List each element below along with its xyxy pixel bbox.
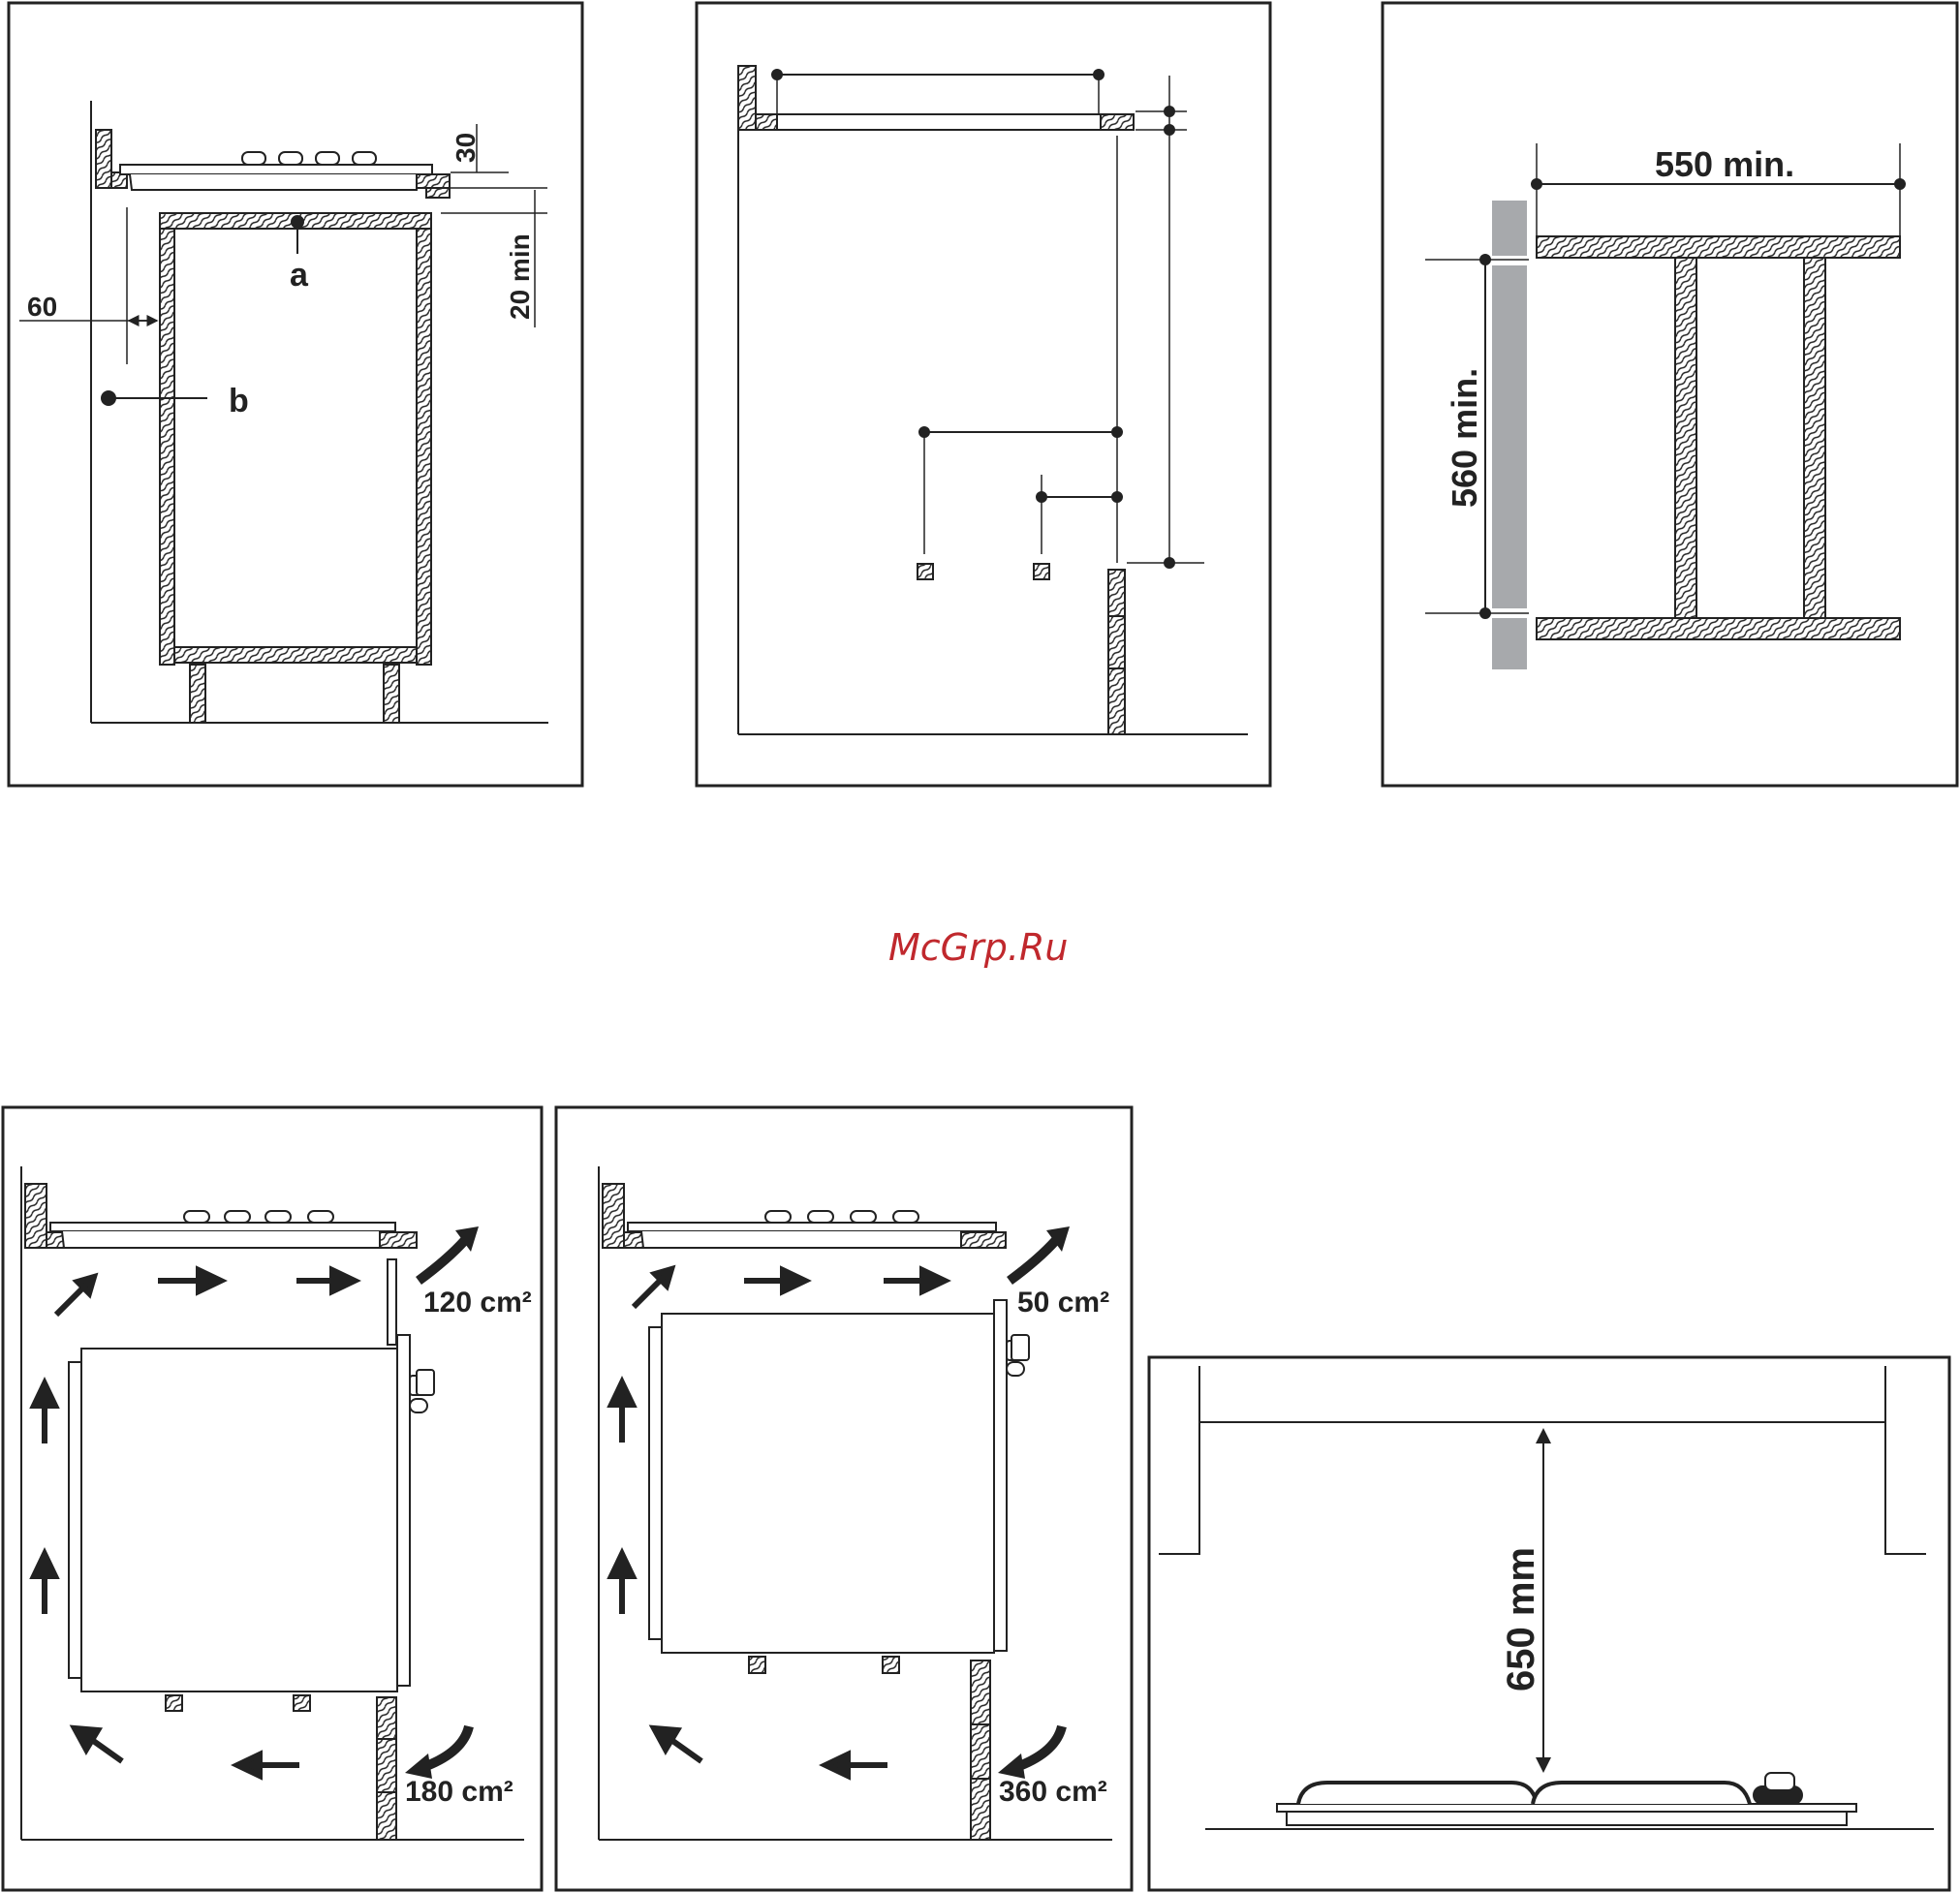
watermark-text: McGrp.Ru [888, 926, 1068, 969]
vent-bottom-180cm2: 180 cm² [405, 1776, 513, 1808]
vent-bottom-360cm2: 360 cm² [999, 1776, 1107, 1808]
label-b: b [229, 383, 249, 419]
dim-20-min: 20 min [505, 233, 535, 320]
panel6-labels: 650 mm [1500, 1547, 1542, 1691]
panel-hob-cabinet-section [9, 3, 582, 786]
panel-hood-clearance [1149, 1357, 1949, 1890]
dim-550-min: 550 min. [1655, 144, 1794, 184]
vent-top-120cm2: 120 cm² [423, 1287, 532, 1319]
hob-appliance [1277, 1773, 1856, 1825]
label-a: a [290, 257, 309, 294]
panel-cutout-dimensions [697, 3, 1270, 786]
dim-560-min: 560 min. [1445, 368, 1484, 508]
dim-60: 60 [27, 292, 57, 322]
vent-top-50cm2: 50 cm² [1017, 1287, 1109, 1319]
panel-ventilation-oven-b [556, 1107, 1132, 1890]
dim-650-mm: 650 mm [1500, 1547, 1542, 1691]
panel-ventilation-oven-a [3, 1107, 542, 1890]
dim-30: 30 [451, 133, 481, 163]
hob-appliance [120, 152, 432, 190]
